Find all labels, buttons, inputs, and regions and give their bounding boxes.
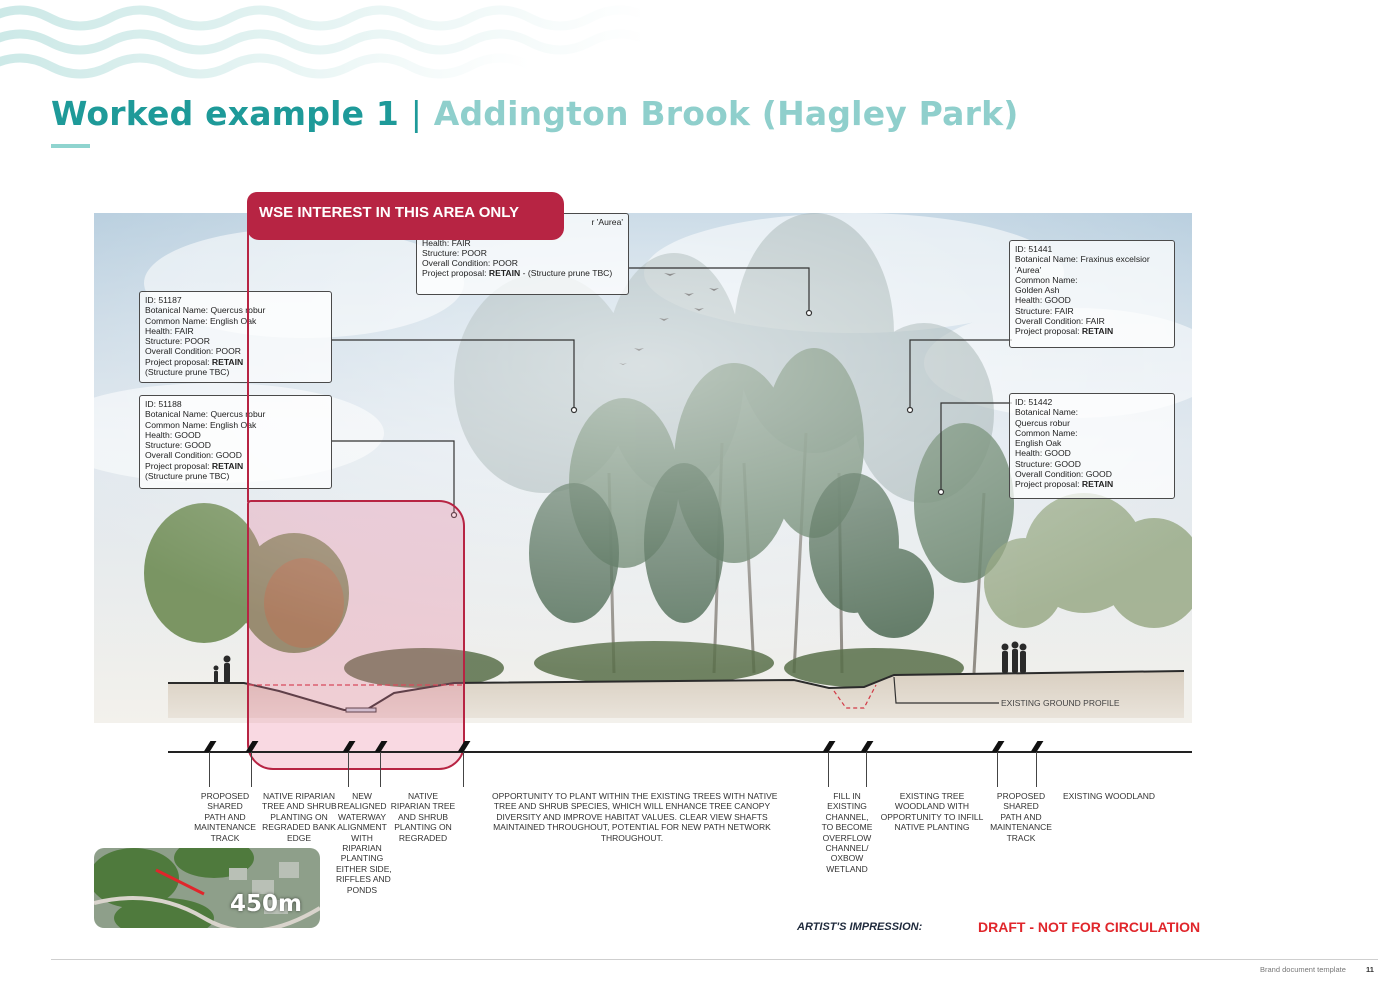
box-line: Golden Ash	[1015, 285, 1060, 296]
box-line: Project proposal: RETAIN - (Structure pr…	[422, 268, 613, 279]
footer-template-label: Brand document template	[1260, 965, 1346, 974]
box-line: r 'Aurea'	[591, 217, 623, 227]
callout-leader	[828, 745, 829, 787]
minimap-distance-label: 450m	[230, 891, 302, 917]
wse-interest-frame-edge	[247, 212, 249, 502]
box-line: Botanical Name: Fraxinus excelsior	[1015, 254, 1150, 265]
callout-leader	[209, 745, 210, 787]
box-line: Structure: GOOD	[1015, 458, 1081, 469]
draft-notice: DRAFT - NOT FOR CIRCULATION	[978, 919, 1201, 935]
box-line: ID: 51442	[1015, 397, 1053, 407]
title-underline	[51, 144, 90, 148]
box-line: Common Name:	[1015, 274, 1078, 285]
location-minimap	[94, 848, 320, 928]
box-line: Quercus robur	[1015, 417, 1070, 428]
box-line: ID: 51441	[1015, 244, 1053, 254]
box-line: (Structure prune TBC)	[145, 367, 230, 378]
page-title: Worked example 1 | Addington Brook (Hagl…	[51, 94, 1019, 133]
box-line: Structure: POOR	[145, 336, 210, 347]
box-line: Health: GOOD	[1015, 295, 1071, 306]
decorative-wave-pattern	[0, 5, 640, 79]
callout-leader	[380, 745, 381, 787]
box-line: Structure: GOOD	[145, 440, 211, 451]
box-line: Project proposal: RETAIN	[145, 356, 244, 367]
callout-leader	[348, 745, 349, 787]
callout-leader	[866, 745, 867, 787]
callout-leader	[463, 745, 464, 787]
box-line: Botanical Name: Quercus robur	[145, 409, 266, 420]
callout-leader	[251, 745, 252, 787]
box-line: Project proposal: RETAIN	[1015, 326, 1114, 337]
callout-opportunity-plant: OPPORTUNITY TO PLANT WITHIN THE EXISTING…	[492, 791, 778, 843]
box-line: Common Name: English Oak	[145, 419, 257, 430]
box-line: Overall Condition: GOOD	[1015, 469, 1112, 480]
box-line: Health: FAIR	[145, 325, 194, 336]
box-line: ID: 51187	[145, 295, 182, 305]
box-line: 'Aurea'	[1015, 264, 1042, 275]
box-line: Botanical Name: Quercus robur	[145, 305, 266, 316]
callout-leader	[997, 745, 998, 787]
title-main: Worked example 1	[51, 94, 400, 133]
wse-interest-area	[247, 500, 465, 770]
box-line: Overall Condition: GOOD	[145, 450, 242, 461]
box-line: English Oak	[1015, 438, 1062, 449]
box-line: Common Name:	[1015, 427, 1078, 438]
tree-info-box-51441: ID: 51441 Botanical Name: Fraxinus excel…	[1009, 240, 1175, 348]
box-line: Health: GOOD	[145, 429, 201, 440]
box-line: Botanical Name:	[1015, 407, 1079, 418]
box-line: Structure: POOR	[422, 247, 487, 258]
tree-info-box-51187: ID: 51187 Botanical Name: Quercus robur …	[139, 291, 332, 383]
callout-leader	[1036, 745, 1037, 787]
wse-interest-banner: WSE INTEREST IN THIS AREA ONLY	[247, 192, 564, 240]
tree-info-box-51188: ID: 51188 Botanical Name: Quercus robur …	[139, 395, 332, 489]
tree-info-box-51442: ID: 51442 Botanical Name: Quercus robur …	[1009, 393, 1175, 499]
existing-ground-profile-label: EXISTING GROUND PROFILE	[1001, 698, 1120, 708]
page-number: 11	[1366, 965, 1374, 974]
box-line: Health: GOOD	[1015, 448, 1071, 459]
box-line: (Structure prune TBC)	[145, 471, 230, 482]
box-line: Project proposal: RETAIN	[145, 460, 244, 471]
box-line: Overall Condition: FAIR	[1015, 316, 1105, 327]
artist-impression-label: ARTIST'S IMPRESSION:	[797, 921, 923, 933]
callout-existing-woodland: EXISTING WOODLAND	[1062, 791, 1156, 801]
box-line: Overall Condition: POOR	[422, 258, 518, 269]
footer-divider	[51, 959, 1378, 960]
title-subtitle: Addington Brook (Hagley Park)	[433, 94, 1019, 133]
box-line: ID: 51188	[145, 399, 182, 409]
title-separator: |	[410, 94, 423, 133]
box-line: Project proposal: RETAIN	[1015, 479, 1114, 490]
box-line: Overall Condition: POOR	[145, 346, 241, 357]
box-line: Health: FAIR	[422, 237, 471, 248]
box-line: Structure: FAIR	[1015, 305, 1074, 316]
box-line: Common Name: English Oak	[145, 315, 257, 326]
callout-baseline	[168, 751, 1192, 753]
